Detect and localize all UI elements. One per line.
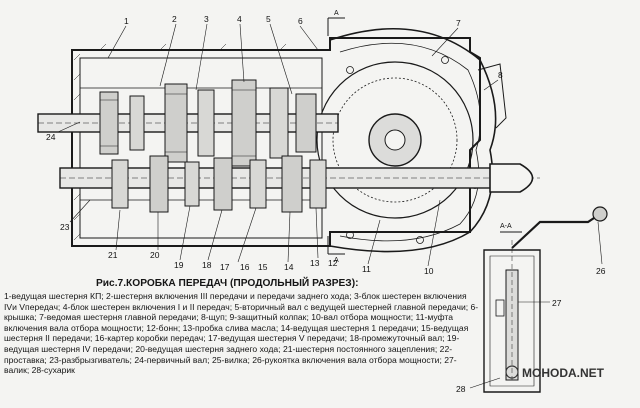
callout-17: 17: [220, 262, 230, 272]
callout-10: 10: [424, 266, 434, 276]
callouts-lever: 26 27 28: [456, 266, 606, 394]
callout-26: 26: [596, 266, 606, 276]
callout-3: 3: [204, 14, 209, 24]
callout-2: 2: [172, 14, 177, 24]
section-mark-a-a: А-А: [500, 223, 512, 230]
lower-gears: [111, 155, 327, 213]
callout-21: 21: [108, 250, 118, 260]
callout-12: 12: [328, 258, 338, 268]
section-mark-a-top: А: [334, 10, 339, 17]
callout-5: 5: [266, 14, 271, 24]
callout-13: 13: [310, 258, 320, 268]
callout-14: 14: [284, 262, 294, 272]
callout-1: 1: [124, 16, 129, 26]
callout-7: 7: [456, 18, 461, 28]
figure-legend: 1-ведущая шестерня КП; 2-шестерня включе…: [4, 291, 479, 376]
callout-28: 28: [456, 384, 466, 394]
callout-18: 18: [202, 260, 212, 270]
callout-8: 8: [498, 70, 503, 80]
callout-23: 23: [60, 222, 70, 232]
callout-6: 6: [298, 16, 303, 26]
watermark-logo-icon: [505, 365, 519, 379]
leader-lines: [57, 23, 603, 389]
watermark-text: MOHODA.NET: [522, 366, 605, 380]
section-mark-a-bottom: А: [334, 257, 339, 264]
watermark: MOHODA.NET: [505, 365, 605, 380]
callout-20: 20: [150, 250, 160, 260]
callout-4: 4: [237, 14, 242, 24]
callout-11: 11: [362, 264, 371, 274]
callout-16: 16: [240, 262, 250, 272]
callouts-left: 24 23: [46, 132, 70, 232]
callout-19: 19: [174, 260, 184, 270]
callout-27: 27: [552, 298, 562, 308]
section-letters: А А А-А: [334, 10, 512, 264]
callouts-bottom: 21 20 19 18 17 16 15 14 13 12 11 10: [108, 250, 434, 276]
final-drive-cover: [316, 27, 507, 253]
callout-24: 24: [46, 132, 56, 142]
callout-15: 15: [258, 262, 268, 272]
figure-caption: Рис.7.КОРОБКА ПЕРЕДАЧ (ПРОДОЛЬНЫЙ РАЗРЕЗ…: [4, 278, 480, 376]
pto-lever-assembly: [483, 206, 608, 393]
figure-title: Рис.7.КОРОБКА ПЕРЕДАЧ (ПРОДОЛЬНЫЙ РАЗРЕЗ…: [96, 278, 359, 289]
upper-gears: [99, 79, 317, 167]
section-marks: [327, 17, 522, 255]
callouts-top: 1 2 3 4 5 6 7 8: [124, 14, 503, 80]
